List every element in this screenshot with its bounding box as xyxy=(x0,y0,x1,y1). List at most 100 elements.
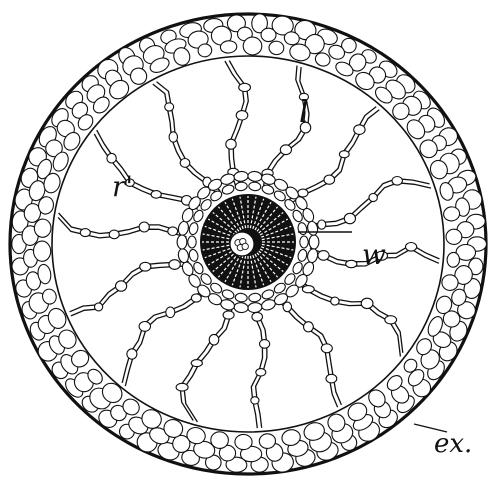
label-w: w xyxy=(362,238,386,271)
cortex-cell xyxy=(445,228,463,245)
strand-wall xyxy=(297,277,404,353)
strand-cell xyxy=(353,124,366,135)
cortex-cell xyxy=(186,426,206,445)
endodermis-cell xyxy=(200,199,212,211)
endodermis-cell xyxy=(193,261,204,275)
cortex-cell xyxy=(129,67,148,85)
stele-streak xyxy=(261,233,294,241)
cortex-cell xyxy=(429,159,448,180)
strand-cell xyxy=(190,359,203,368)
cortex-cell xyxy=(225,456,248,473)
strand-cell xyxy=(279,144,293,156)
cortex-cell xyxy=(435,295,453,315)
strand-cell xyxy=(299,121,312,134)
strand-cell xyxy=(325,373,338,384)
cortex-cell xyxy=(92,96,110,114)
strand-wall xyxy=(93,133,199,210)
cortex-cell xyxy=(149,57,170,73)
cortex-cell xyxy=(289,43,311,62)
cortex-cell xyxy=(210,431,229,449)
strand-cell xyxy=(165,306,176,319)
strand-cell xyxy=(251,311,264,322)
strand-wall xyxy=(295,281,402,357)
endodermis-cell xyxy=(234,181,248,192)
cortex-cell xyxy=(442,310,461,328)
stele-streak xyxy=(212,211,238,234)
endodermis-cell xyxy=(297,222,308,236)
endodermis-cell xyxy=(221,289,235,300)
cortex-cell xyxy=(457,301,476,320)
strand-cell xyxy=(167,226,179,237)
cortex-cell xyxy=(36,158,53,180)
cortex-cell xyxy=(149,427,170,445)
strand-wall xyxy=(308,182,432,231)
cortex-cell xyxy=(283,31,300,46)
cortex-cell xyxy=(416,338,433,356)
cortex-cell xyxy=(77,114,94,131)
stele-streak xyxy=(252,254,265,286)
strand-cell xyxy=(330,296,340,306)
endodermis-cell xyxy=(297,248,308,262)
stele-streak xyxy=(260,246,292,259)
cortex-cell xyxy=(204,454,222,471)
strand-cell xyxy=(114,280,128,292)
cortex-cell xyxy=(271,15,294,36)
stele-streak xyxy=(224,253,242,283)
strand-cell xyxy=(164,102,175,112)
strand-cell xyxy=(323,174,336,185)
cortex-cell xyxy=(454,265,473,285)
stele-streak xyxy=(249,255,257,288)
cortex-cell xyxy=(193,440,216,459)
strand-wall xyxy=(57,216,187,239)
cortex-cell xyxy=(304,33,325,55)
stele-streak xyxy=(256,252,279,278)
strand-cell xyxy=(168,259,181,270)
stele-streak xyxy=(207,218,237,236)
cortex-cell xyxy=(328,44,346,60)
endodermis-cell xyxy=(261,289,275,300)
stele-streak xyxy=(202,243,235,251)
cortex-cell xyxy=(406,119,426,140)
outer-cortex-ring xyxy=(8,12,488,476)
strand-cell xyxy=(139,261,152,272)
strand-cell xyxy=(255,368,267,377)
strand-cell xyxy=(93,302,104,312)
cortex-cell xyxy=(43,172,61,194)
strand-wall xyxy=(288,106,377,200)
cortex-inner-boundary xyxy=(51,55,445,433)
strand-cell xyxy=(391,175,403,186)
cortex-cell xyxy=(101,382,123,404)
stele-streak xyxy=(239,255,247,288)
ex-leader-line xyxy=(413,423,448,433)
endodermis-cell xyxy=(248,292,262,303)
stele-streak xyxy=(239,196,247,229)
cortex-cell xyxy=(172,434,191,453)
strand-wall xyxy=(306,178,430,227)
stele-streak xyxy=(217,206,240,232)
endodermis-cell xyxy=(221,184,235,195)
cortex-cell xyxy=(226,14,246,33)
endodermis-cell xyxy=(273,282,286,294)
pith-cell xyxy=(241,242,249,251)
strand-cell xyxy=(79,228,91,238)
stele-streak xyxy=(231,254,244,286)
stele-streak xyxy=(258,250,284,273)
endodermis-cell xyxy=(193,209,204,223)
strand-cell xyxy=(375,250,389,261)
stele-streak xyxy=(249,196,257,229)
strand-cell xyxy=(282,301,293,313)
endodermis-cell xyxy=(292,209,303,223)
cortex-cell xyxy=(303,422,325,441)
strand-cell xyxy=(384,315,398,325)
endodermis-cell xyxy=(284,199,296,211)
cortex-cell xyxy=(403,358,418,373)
cortex-cell xyxy=(446,251,461,268)
radial-cell-strands xyxy=(57,60,440,429)
strand-wall xyxy=(121,286,206,384)
cortex-cell xyxy=(251,13,268,34)
strand-wall xyxy=(183,301,234,423)
strand-cell xyxy=(404,241,418,252)
cortex-cell xyxy=(87,368,103,385)
cortex-cell xyxy=(122,398,140,416)
